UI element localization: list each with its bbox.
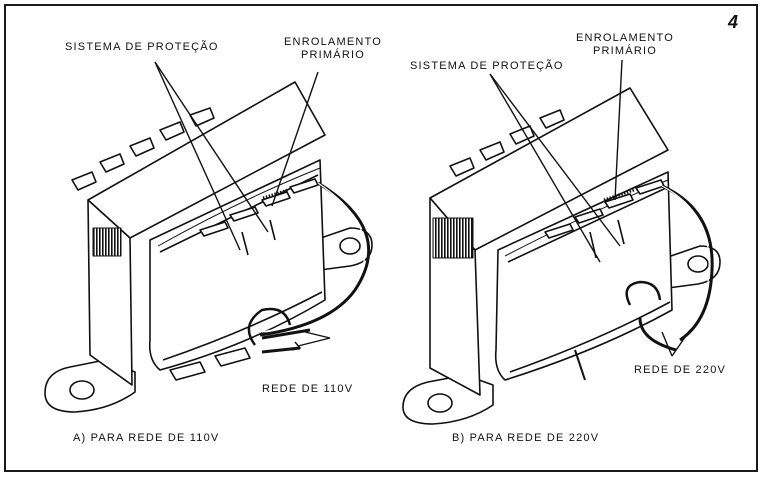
caption-a: A) PARA REDE DE 110V xyxy=(73,432,220,444)
label-protection-system-a: SISTEMA DE PROTEÇÃO xyxy=(65,41,219,53)
figure-number: 4 xyxy=(728,12,739,32)
vent-grid-b xyxy=(432,217,474,259)
mounting-hole-b xyxy=(427,393,453,413)
winding-line1-b: ENROLAMENTO xyxy=(576,32,674,44)
winding-line1-a: ENROLAMENTO xyxy=(284,36,382,48)
lead-wires-a xyxy=(259,181,371,337)
terminals-a xyxy=(199,178,319,256)
transformer-a xyxy=(44,81,373,413)
mounting-hole-a xyxy=(69,380,95,400)
vent-grid-a xyxy=(92,227,122,257)
coil-a xyxy=(148,159,326,371)
label-primary-winding-a: ENROLAMENTO PRIMÁRIO xyxy=(278,36,388,62)
label-network-220v: REDE DE 220V xyxy=(634,364,727,376)
label-protection-system-b: SISTEMA DE PROTEÇÃO xyxy=(410,60,564,72)
label-primary-winding-b: ENROLAMENTO PRIMÁRIO xyxy=(570,32,680,58)
transformer-b xyxy=(402,87,721,425)
winding-line2-b: PRIMÁRIO xyxy=(593,45,657,57)
caption-b: B) PARA REDE DE 220V xyxy=(452,432,600,444)
lead-wires-b xyxy=(661,184,714,342)
coil-b xyxy=(494,171,673,381)
label-network-110v: REDE DE 110V xyxy=(262,383,354,395)
pointers-b xyxy=(489,59,691,357)
pointers-a xyxy=(154,61,331,351)
winding-line2-a: PRIMÁRIO xyxy=(301,49,365,61)
terminals-b xyxy=(544,179,665,259)
